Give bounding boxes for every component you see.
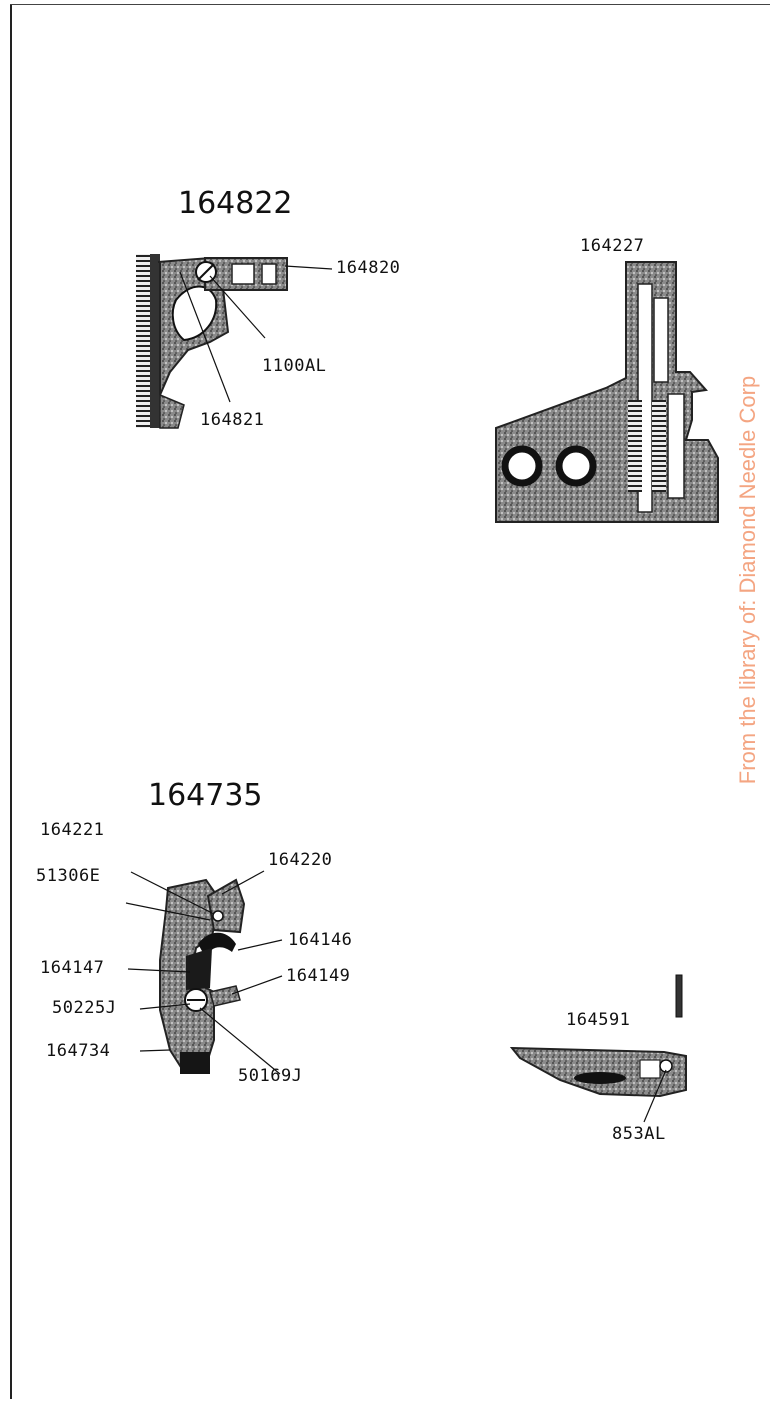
part-label: 164221 [40,820,105,840]
presser-foot-164735 [125,870,283,1075]
figure-title-164822: 164822 [178,186,293,221]
part-label: 51306E [36,866,101,886]
part-label: 164734 [46,1041,111,1061]
part-label: 164227 [580,236,645,256]
part-label: 853AL [612,1124,666,1144]
edge-guide-164591 [509,974,687,1123]
feed-dog-164822 [136,254,333,429]
part-label: 164821 [200,410,265,430]
part-label: 164820 [336,258,401,278]
throat-plate-164227 [495,261,719,523]
part-label: 50225J [52,998,117,1018]
library-watermark: From the library of: Diamond Needle Corp [735,375,760,785]
part-label: 164220 [268,850,333,870]
page-border-top [10,4,770,5]
part-label: 1100AL [262,356,327,376]
page-border-left [10,4,12,1399]
part-label: 164149 [286,966,351,986]
part-label: 50169J [238,1066,303,1086]
part-label: 164591 [566,1010,631,1030]
figure-title-164735: 164735 [148,778,263,813]
part-label: 164146 [288,930,353,950]
part-label: 164147 [40,958,105,978]
